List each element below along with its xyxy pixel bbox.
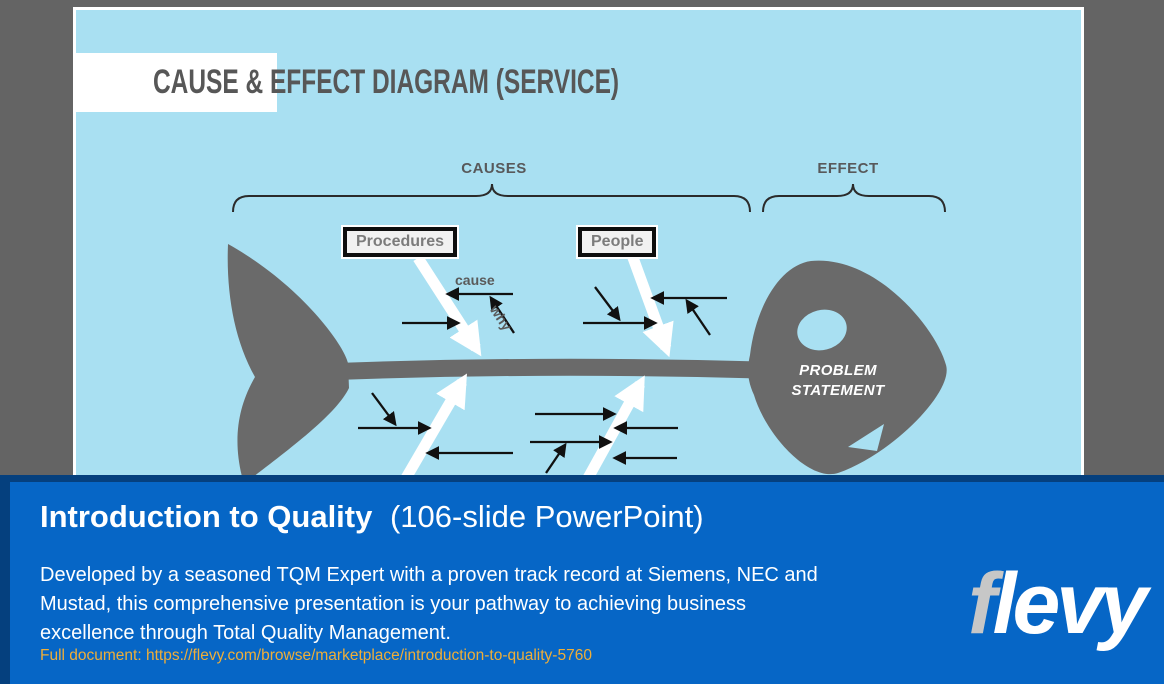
fish-tail — [227, 244, 349, 476]
why-arrow — [685, 298, 711, 336]
problem-statement-line2: STATEMENT — [791, 382, 885, 399]
product-description-line: Developed by a seasoned TQM Expert with … — [40, 564, 818, 586]
slide-title: CAUSE & EFFECT DIAGRAM (SERVICE) — [153, 63, 620, 101]
why-arrow — [489, 295, 515, 334]
bone-arrow-people — [626, 253, 674, 358]
category-box-people: People — [575, 225, 659, 259]
causes-section-label: CAUSES — [461, 160, 527, 177]
product-title-name: Introduction to Quality — [40, 499, 373, 534]
flevy-logo-levy: levy — [992, 556, 1148, 652]
banner-top-border — [0, 475, 1164, 482]
fish-eye-icon — [797, 309, 847, 351]
full-document-link[interactable]: Full document: https://flevy.com/browse/… — [40, 647, 592, 664]
category-box-label: Procedures — [356, 233, 445, 250]
causes-brace — [232, 183, 751, 213]
flevy-logo: flevy — [968, 561, 1148, 647]
product-description-line: Mustad, this comprehensive presentation … — [40, 593, 746, 615]
product-title: Introduction to Quality (106-slide Power… — [40, 499, 704, 535]
fish-mouth-notch — [848, 424, 884, 451]
fish-spine — [271, 358, 761, 383]
product-title-format: (106-slide PowerPoint) — [389, 499, 704, 534]
product-description: Developed by a seasoned TQM Expert with … — [40, 561, 870, 648]
cause-arrow — [371, 392, 397, 427]
category-box-label: People — [591, 233, 644, 250]
fishbone-diagram — [227, 183, 947, 476]
effect-brace — [762, 183, 946, 213]
title-background-band — [76, 53, 277, 112]
flevy-logo-f: f — [967, 556, 997, 652]
cause-annotation: cause — [455, 272, 495, 288]
bone-arrow-bottom-right — [583, 375, 645, 476]
why-arrow — [545, 442, 567, 474]
fish-head — [748, 260, 947, 475]
bone-arrow-bottom-left — [401, 373, 467, 476]
banner-left-border — [0, 475, 10, 684]
problem-statement-line1: PROBLEM — [799, 362, 877, 379]
effect-section-label: EFFECT — [817, 160, 879, 177]
problem-statement-label: PROBLEM STATEMENT — [748, 361, 928, 401]
cause-arrow — [594, 286, 621, 322]
product-description-line: excellence through Total Quality Managem… — [40, 622, 451, 644]
category-box-procedures: Procedures — [340, 225, 460, 259]
slide-preview: CAUSE & EFFECT DIAGRAM (SERVICE) — [73, 7, 1084, 479]
bone-arrow-procedures — [413, 255, 482, 357]
product-info-banner: Introduction to Quality (106-slide Power… — [0, 475, 1164, 684]
